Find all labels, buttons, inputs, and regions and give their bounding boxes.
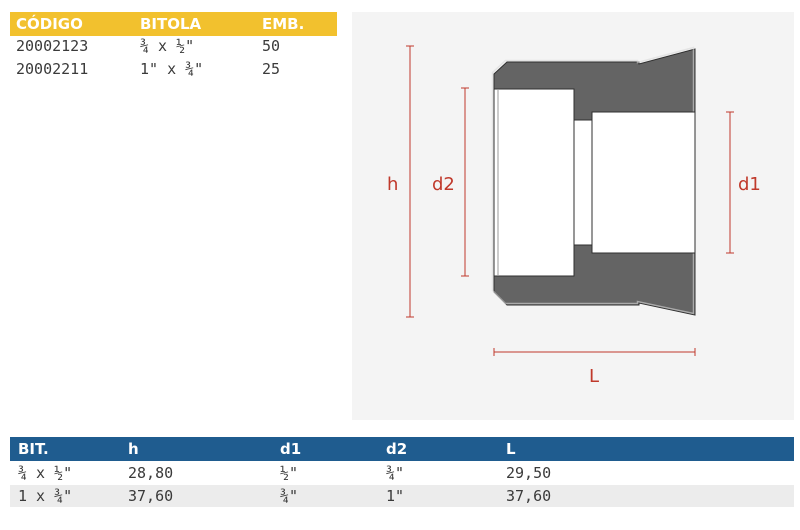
label-l: L	[589, 366, 599, 387]
header-bitola: BITOLA	[140, 15, 202, 33]
header-d1: d1	[280, 440, 302, 458]
small-bore	[591, 111, 696, 254]
cell-bitola: ¾ x ½"	[140, 37, 195, 55]
fitting-outline	[491, 46, 695, 315]
header-codigo: CÓDIGO	[16, 15, 83, 33]
table-row: 1 x ¾" 37,60 ¾" 1" 37,60	[10, 485, 794, 507]
cell-bitola: 1" x ¾"	[140, 60, 204, 78]
table-row: 20002211 1" x ¾" 25	[10, 57, 337, 81]
cell-d1: ½"	[280, 464, 299, 482]
cell-h: 28,80	[128, 464, 174, 482]
header-bit: BIT.	[18, 440, 49, 458]
header-h: h	[128, 440, 139, 458]
cell-codigo: 20002211	[16, 60, 89, 78]
header-l: L	[506, 440, 516, 458]
cell-d2: ¾"	[386, 464, 405, 482]
cell-emb: 25	[262, 60, 281, 78]
cell-bit: 1 x ¾"	[18, 487, 73, 505]
header-emb: EMB.	[262, 15, 305, 33]
technical-drawing-panel: h d2 d1 L	[352, 12, 794, 420]
table-row: 20002123 ¾ x ½" 50	[10, 34, 337, 58]
label-h: h	[387, 174, 398, 195]
dimension-d1	[726, 111, 734, 254]
bore-step	[573, 119, 593, 246]
cell-d1: ¾"	[280, 487, 299, 505]
dimension-l	[493, 348, 696, 356]
cell-bit: ¾ x ½"	[18, 464, 73, 482]
header-d2: d2	[386, 440, 408, 458]
large-bore	[493, 88, 575, 277]
cell-emb: 50	[262, 37, 281, 55]
dimension-h	[406, 45, 414, 318]
cell-l: 37,60	[506, 487, 552, 505]
label-d2: d2	[432, 174, 455, 195]
cell-h: 37,60	[128, 487, 174, 505]
cell-d2: 1"	[386, 487, 405, 505]
cell-codigo: 20002123	[16, 37, 89, 55]
product-table-header: CÓDIGO BITOLA EMB.	[10, 12, 337, 36]
dimension-d2	[461, 87, 469, 277]
table-row: ¾ x ½" 28,80 ½" ¾" 29,50	[10, 462, 794, 484]
dimension-table-header: BIT. h d1 d2 L	[10, 437, 794, 461]
cell-l: 29,50	[506, 464, 552, 482]
fitting-cross-section-drawing: h d2 d1 L	[387, 45, 761, 387]
label-d1: d1	[738, 174, 761, 195]
